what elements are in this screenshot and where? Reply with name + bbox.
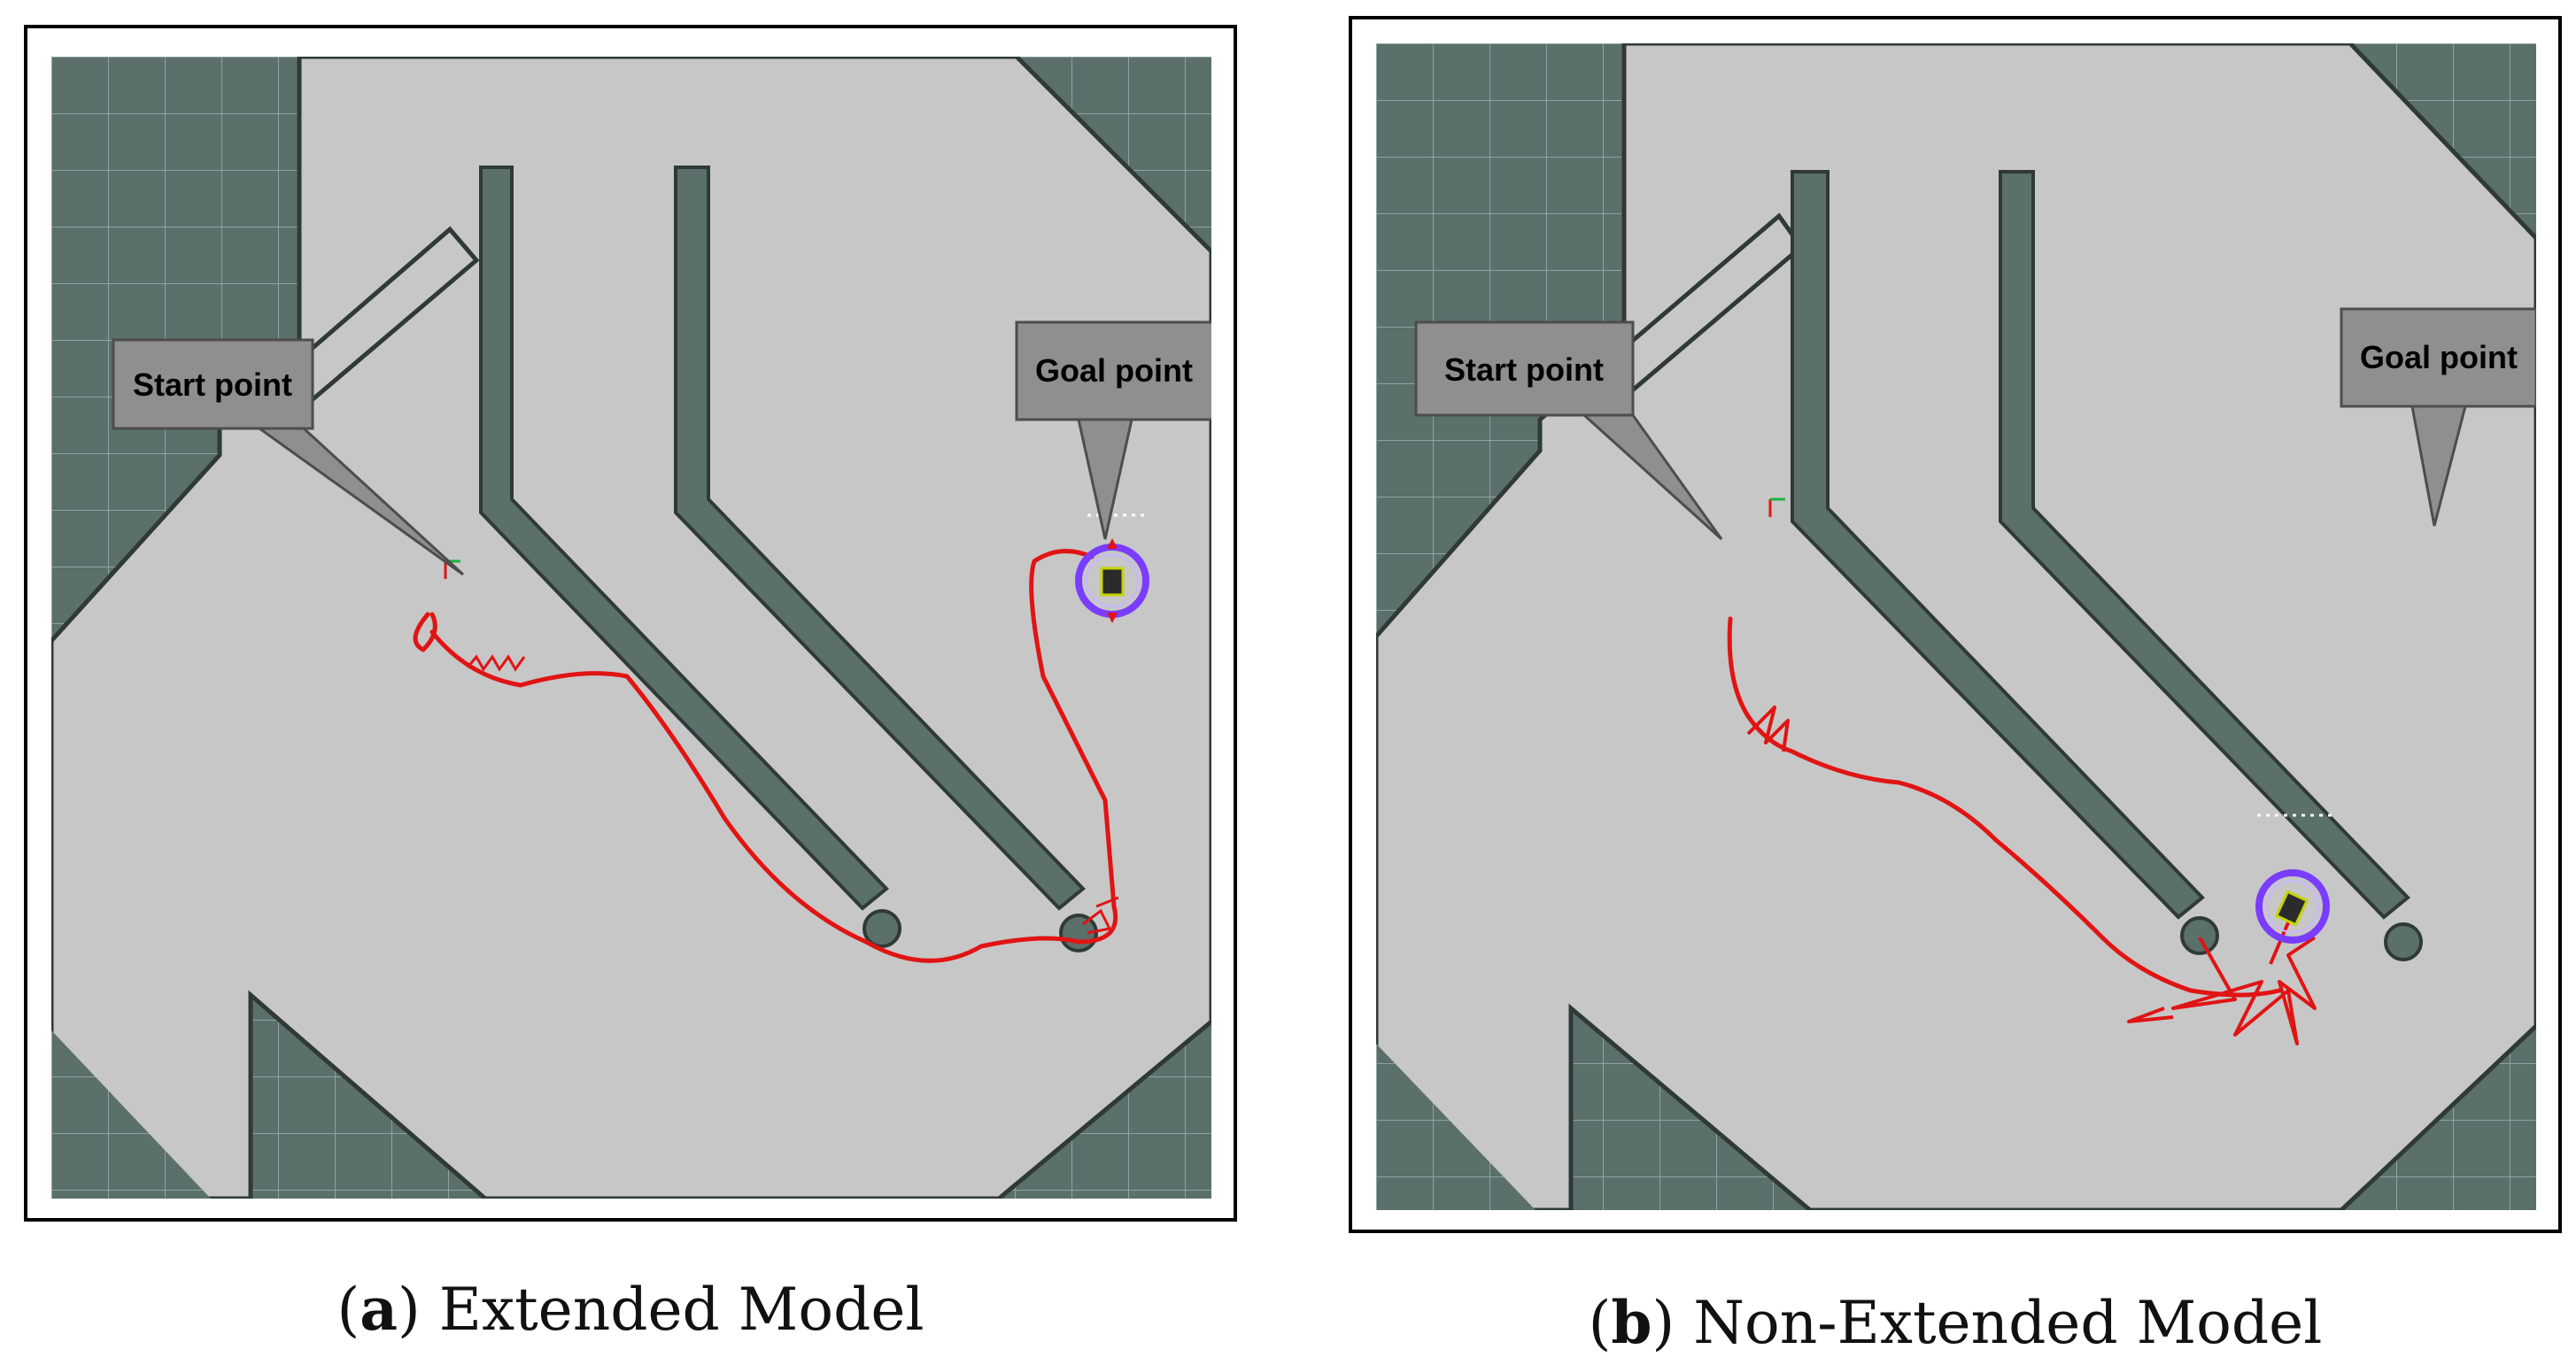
pillar-b1	[2180, 916, 2219, 955]
start-callout: Start point	[112, 338, 465, 576]
goal-callout: Goal point	[2340, 307, 2536, 527]
wall-divider-right	[674, 166, 1086, 911]
robot-icon	[1100, 567, 1125, 597]
wall-divider-left	[1791, 170, 2205, 920]
goal-callout-label: Goal point	[1035, 352, 1193, 389]
panel-b-map: Start point Goal point	[1376, 43, 2536, 1210]
panel-a-frame: Start point Goal point	[24, 25, 1237, 1222]
robot-icon	[2274, 890, 2309, 927]
panel-b-frame: Start point Goal point	[1349, 16, 2562, 1233]
goal-ring-icon	[2255, 869, 2330, 944]
robot-path-jitter	[466, 654, 1119, 935]
goal-ring-icon	[1075, 538, 1149, 623]
goal-callout-label: Goal point	[2360, 339, 2518, 375]
caption-b: (b) Non-Extended Model	[1588, 1288, 2323, 1357]
free-space-area	[1376, 43, 2536, 1210]
caption-a: (a) Extended Model	[337, 1275, 924, 1344]
start-marker-icon	[1768, 497, 1785, 517]
wall-bottom-left	[1376, 1044, 1536, 1210]
start-callout: Start point	[1414, 320, 1723, 541]
wall-divider-left	[479, 166, 889, 911]
pillar-b2	[2384, 922, 2423, 961]
panel-a-map: Start point Goal point	[51, 57, 1211, 1199]
robot-path	[1727, 616, 2282, 998]
caption-b-text: Non-Extended Model	[1693, 1289, 2323, 1357]
robot-path-tangle	[1746, 706, 2317, 1045]
start-callout-label: Start point	[133, 366, 292, 403]
goal-callout: Goal point	[1015, 320, 1211, 540]
wall-bottom-left	[51, 1030, 211, 1199]
robot-path	[413, 549, 1118, 963]
wall-divider-right	[1999, 170, 2410, 920]
caption-a-text: Extended Model	[438, 1276, 924, 1344]
pillar-a1	[863, 909, 901, 948]
caption-a-label: a	[360, 1275, 398, 1344]
caption-b-label: b	[1611, 1288, 1652, 1357]
start-callout-label: Start point	[1444, 351, 1604, 388]
